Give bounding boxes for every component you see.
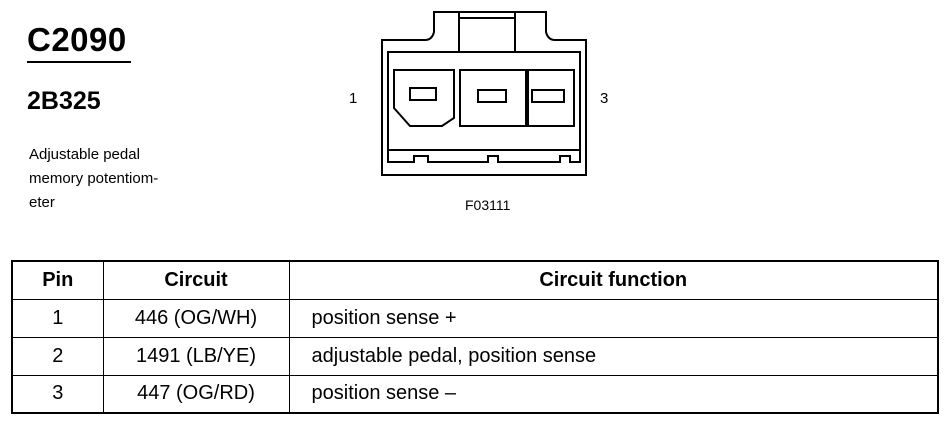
cell-circuit-function: position sense + xyxy=(288,298,939,338)
pin-3-callout: 3 xyxy=(600,90,609,107)
connector-latch-sides xyxy=(458,18,516,52)
header-circuit: Circuit xyxy=(102,260,290,300)
pin-terminal-1 xyxy=(409,87,437,101)
cell-circuit-function: position sense – xyxy=(288,374,939,414)
description-line: Adjustable pedal xyxy=(29,146,140,163)
cell-circuit: 1491 (LB/YE) xyxy=(102,336,290,376)
header-pin: Pin xyxy=(11,260,104,300)
cell-pin: 2 xyxy=(11,336,104,376)
pinout-table: Pin Circuit Circuit function 1 446 (OG/W… xyxy=(11,260,939,414)
table-header-row: Pin Circuit Circuit function xyxy=(11,260,939,300)
connector-housing-outline xyxy=(381,11,587,176)
pin-cavity-2 xyxy=(459,69,527,127)
description-line: eter xyxy=(29,194,55,211)
part-number: 2B325 xyxy=(27,87,101,115)
cell-circuit-function: adjustable pedal, position sense xyxy=(288,336,939,376)
connector-face-drawing xyxy=(381,11,587,176)
header-circuit-function: Circuit function xyxy=(288,260,939,300)
table-row: 1 446 (OG/WH) position sense + xyxy=(11,298,939,338)
cell-circuit: 447 (OG/RD) xyxy=(102,374,290,414)
pin-terminal-3 xyxy=(531,89,565,103)
pin-terminal-2 xyxy=(477,89,507,103)
connector-id: C2090 xyxy=(27,21,127,58)
connector-description: Adjustable pedal memory potentiom- eter xyxy=(29,143,199,215)
pin-cavity-3 xyxy=(527,69,575,127)
pin-1-callout: 1 xyxy=(349,90,358,107)
figure-code: F03111 xyxy=(465,197,511,213)
pin-cavity-1 xyxy=(393,69,455,127)
connector-id-underline xyxy=(27,61,131,63)
connector-latch xyxy=(458,12,516,19)
cell-circuit: 446 (OG/WH) xyxy=(102,298,290,338)
table-row: 2 1491 (LB/YE) adjustable pedal, positio… xyxy=(11,336,939,376)
cell-pin: 1 xyxy=(11,298,104,338)
description-line: memory potentiom- xyxy=(29,170,159,187)
connector-bottom-ribs xyxy=(387,150,581,163)
cell-pin: 3 xyxy=(11,374,104,414)
table-row: 3 447 (OG/RD) position sense – xyxy=(11,374,939,414)
